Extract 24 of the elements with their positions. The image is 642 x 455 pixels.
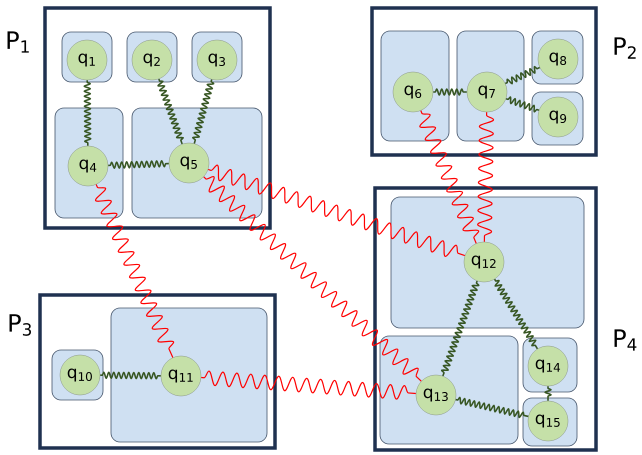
wavy-line [477,112,494,242]
wavy-line [201,370,416,400]
frame-box [38,293,277,450]
wavy-line [208,164,466,257]
frame-box [370,6,598,157]
frame-label: P$_{2}$ [614,37,636,59]
wavy-line [108,160,169,170]
frame-label: P$_{4}$ [614,329,636,351]
group-box [390,196,584,328]
group-box [110,308,268,442]
wavy-line [100,371,161,380]
frame-box [43,6,272,230]
wavy-line [192,79,214,144]
frame-label: P$_{1}$ [8,31,29,53]
wavy-line [419,110,480,244]
wavy-line [494,278,538,350]
wavy-line [204,176,422,382]
frame-box [373,186,598,452]
wavy-line [544,386,552,401]
frame-label: P$_{3}$ [10,314,31,336]
wavy-line [433,88,467,96]
wavy-line [440,280,480,376]
wavy-line [95,184,174,358]
wavy-line [83,80,92,146]
